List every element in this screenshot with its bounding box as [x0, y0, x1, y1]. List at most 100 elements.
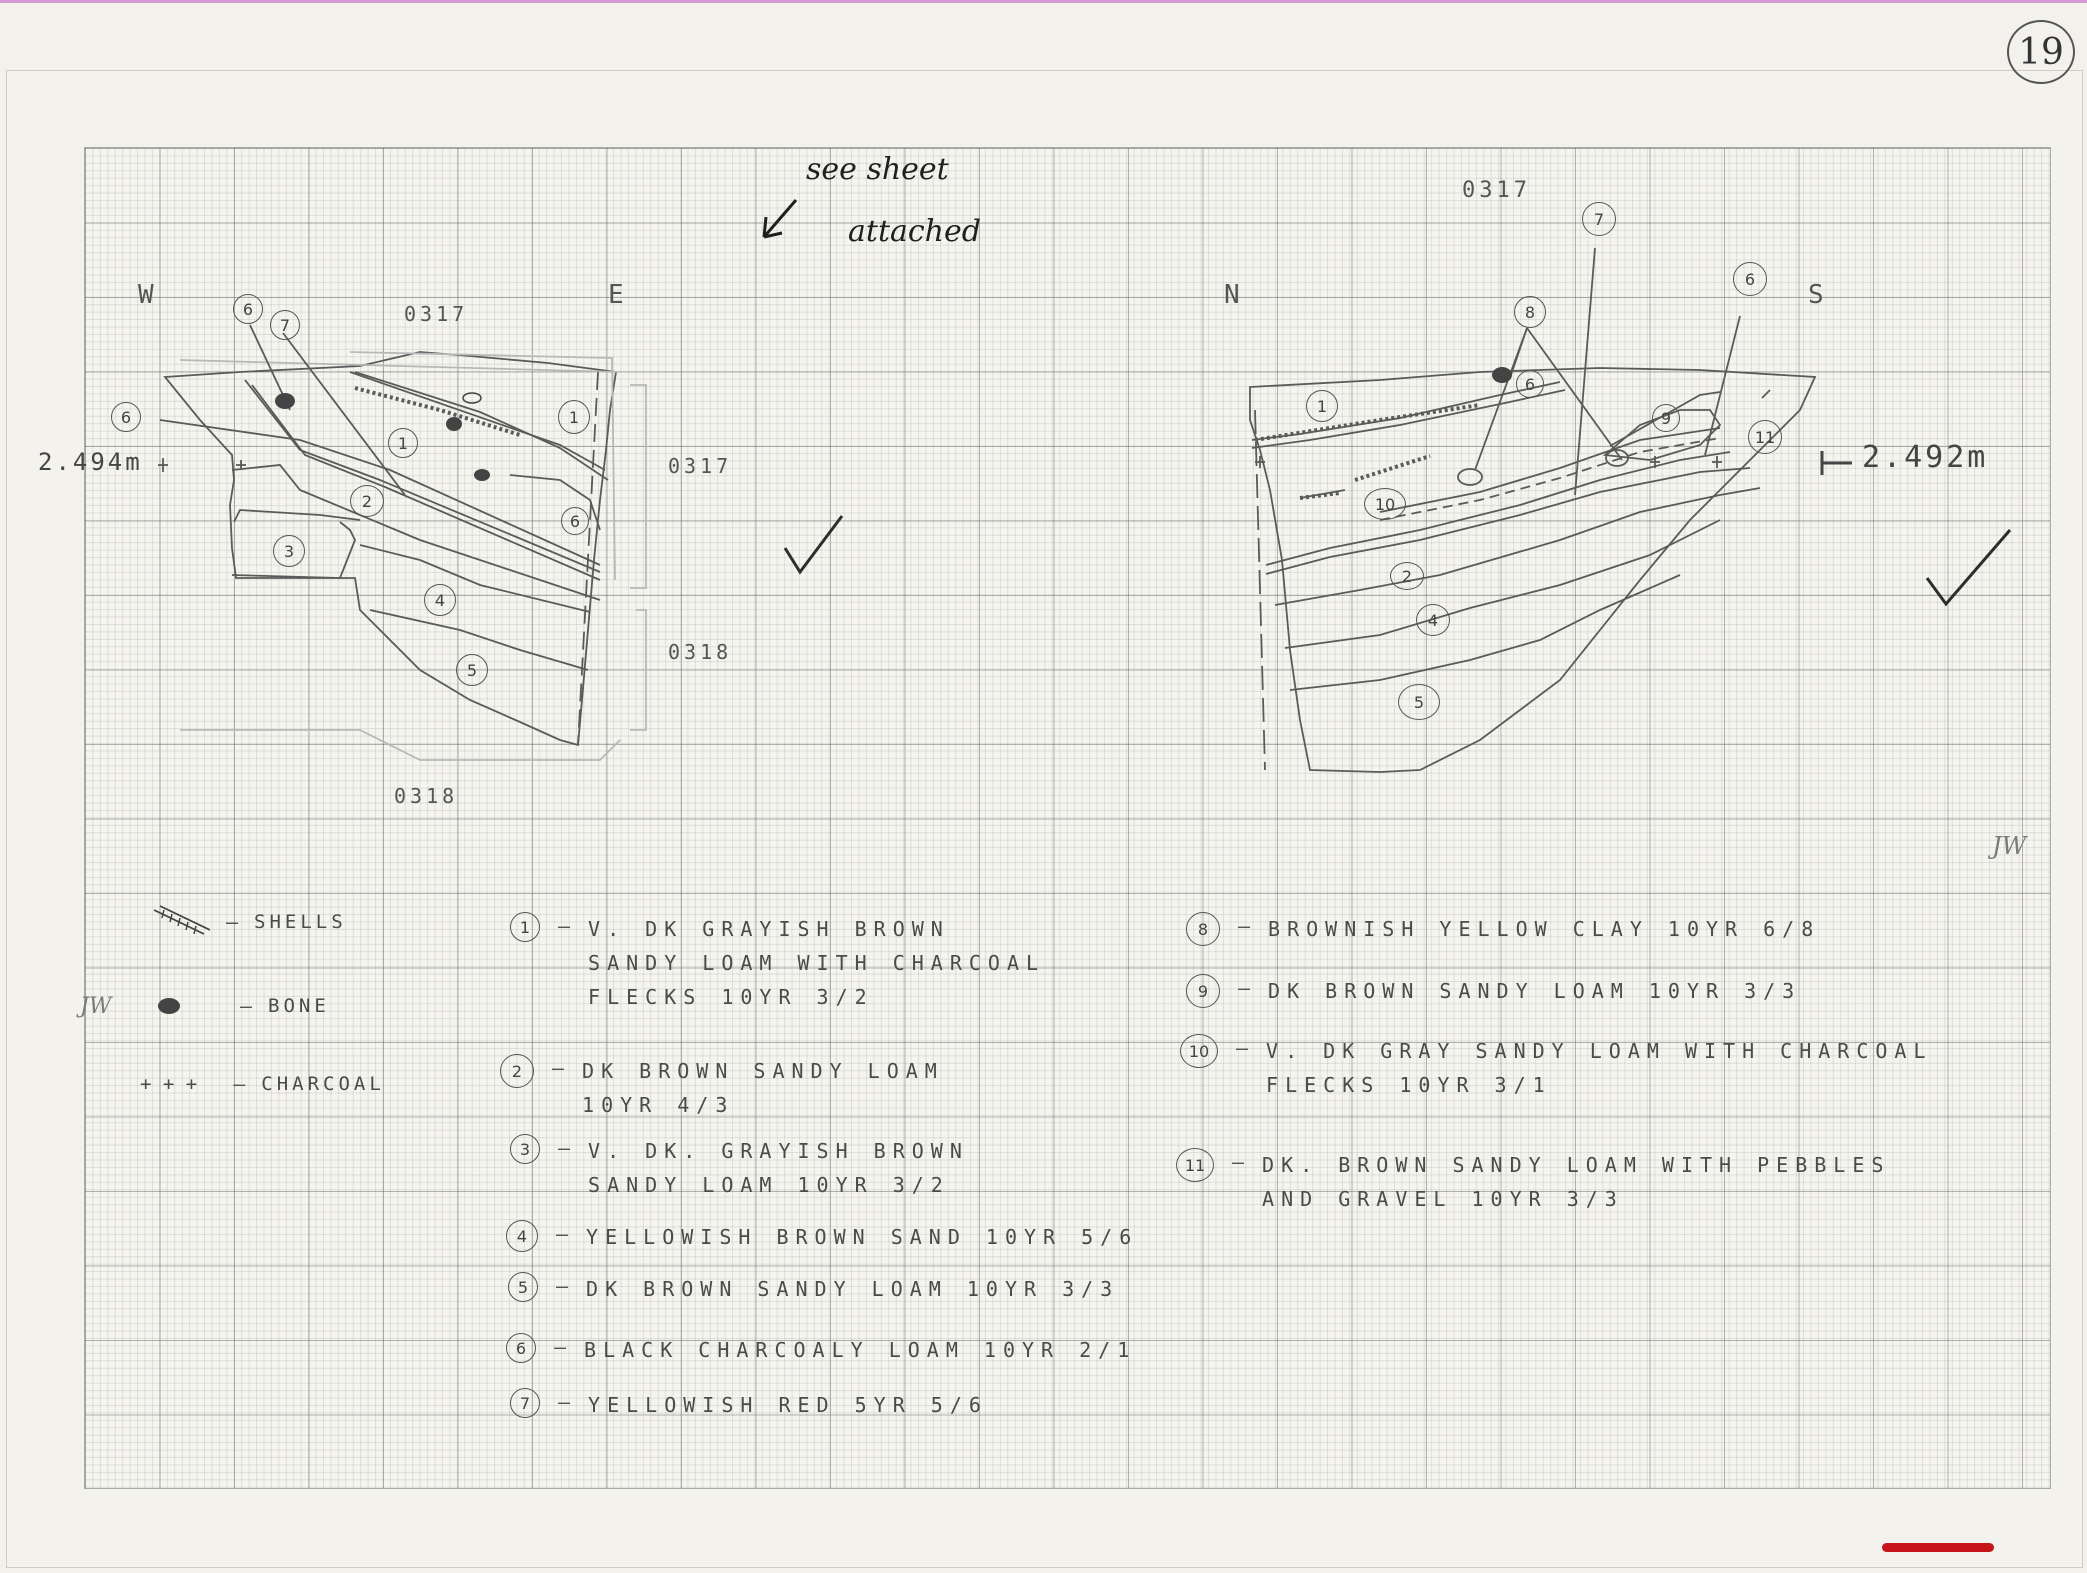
west-label-4: 4 — [424, 584, 456, 616]
legend-num: 11 — [1176, 1148, 1214, 1182]
top-edge-line — [0, 0, 2087, 3]
initials-left: JW — [80, 994, 112, 1019]
north-elevation: 2.492m — [1862, 440, 1989, 475]
west-label-1b: 1 — [558, 400, 590, 434]
legend-text: YELLOWISH BROWN SAND 10YR 5/6 — [586, 1225, 1139, 1249]
north-elevation-marker — [1820, 451, 1852, 475]
legend-num: 9 — [1186, 974, 1220, 1008]
north-section-drawing — [1249, 247, 1817, 773]
legend-item-8: 8 – BROWNISH YELLOW CLAY 10YR 6/8 — [1186, 912, 1820, 946]
west-section-drawing — [158, 324, 647, 761]
legend-num: 5 — [508, 1272, 538, 1302]
west-label-5: 5 — [456, 654, 488, 686]
legend-text: V. DK GRAYISH BROWN SANDY LOAM WITH CHAR… — [588, 917, 1046, 1009]
legend-item-3: 3 – V. DK. GRAYISH BROWN SANDY LOAM 10YR… — [510, 1134, 969, 1202]
checkmark-left — [783, 515, 844, 575]
north-label-4: 4 — [1416, 604, 1450, 636]
legend-item-1: 1 – V. DK GRAYISH BROWN SANDY LOAM WITH … — [510, 912, 1045, 1014]
key-bone-label: BONE — [268, 995, 330, 1017]
west-label-6c: 6 — [561, 507, 589, 535]
west-grid-right-top: 0317 — [668, 454, 733, 478]
west-label-3: 3 — [273, 535, 305, 567]
west-label-6b: 6 — [111, 402, 141, 432]
legend-num: 4 — [506, 1220, 538, 1252]
legend-text: DK BROWN SANDY LOAM 10YR 4/3 — [582, 1059, 944, 1117]
checkmark-right — [1925, 529, 2012, 607]
legend-text: DK BROWN SANDY LOAM 10YR 3/3 — [1268, 979, 1802, 1003]
north-label-6a: 6 — [1733, 262, 1767, 296]
west-label-6a: 6 — [233, 294, 263, 324]
legend-dash: – — [1238, 914, 1251, 938]
legend-dash: – — [1238, 976, 1251, 1000]
west-grid-right-bottom: 0318 — [668, 640, 733, 664]
west-grid-top: 0317 — [404, 302, 469, 326]
north-label-8: 8 — [1514, 296, 1546, 328]
legend-item-2: 2 – DK BROWN SANDY LOAM 10YR 4/3 — [500, 1054, 944, 1122]
north-label-5: 5 — [1398, 684, 1440, 720]
east-label: E — [608, 280, 624, 310]
west-label-2: 2 — [350, 485, 384, 517]
key-charcoal: + + + – CHARCOAL — [140, 1070, 385, 1098]
legend-item-4: 4 – YELLOWISH BROWN SAND 10YR 5/6 — [506, 1220, 1138, 1254]
legend-item-11: 11 – DK. BROWN SANDY LOAM WITH PEBBLES A… — [1176, 1148, 1890, 1216]
legend-item-5: 5 – DK BROWN SANDY LOAM 10YR 3/3 — [508, 1272, 1119, 1306]
north-grid-top: 0317 — [1462, 178, 1531, 203]
key-dash: – — [226, 910, 239, 934]
legend-text: V. DK. GRAYISH BROWN SANDY LOAM 10YR 3/2 — [588, 1139, 969, 1197]
north-label-6b: 6 — [1516, 370, 1544, 398]
legend-dash: – — [552, 1056, 565, 1080]
north-label-7: 7 — [1582, 202, 1616, 236]
legend-item-10: 10 – V. DK GRAY SANDY LOAM WITH CHARCOAL… — [1180, 1034, 1932, 1102]
note-line-2: attached — [848, 214, 981, 249]
north-label-9: 9 — [1652, 404, 1680, 432]
legend-num: 1 — [510, 912, 540, 942]
west-elevation: 2.494m — [38, 448, 143, 476]
legend-text: YELLOWISH RED 5YR 5/6 — [588, 1393, 988, 1417]
legend-dash: – — [1232, 1150, 1245, 1174]
legend-text: V. DK GRAY SANDY LOAM WITH CHARCOAL FLEC… — [1266, 1039, 1933, 1097]
legend-text: BROWNISH YELLOW CLAY 10YR 6/8 — [1268, 917, 1821, 941]
red-marker-stroke — [1882, 1543, 1994, 1552]
legend-dash: – — [1236, 1036, 1249, 1060]
key-dash: – — [240, 994, 253, 1018]
west-grid-bottom: 0318 — [394, 784, 459, 808]
north-label: N — [1224, 280, 1240, 310]
legend-text: DK BROWN SANDY LOAM 10YR 3/3 — [586, 1277, 1120, 1301]
legend-num: 2 — [500, 1054, 534, 1088]
note-line-1: see sheet — [806, 152, 949, 187]
legend-item-7: 7 – YELLOWISH RED 5YR 5/6 — [510, 1388, 988, 1422]
legend-num: 6 — [506, 1333, 536, 1363]
key-shells: – SHELLS — [150, 904, 347, 940]
north-label-1: 1 — [1306, 390, 1338, 422]
legend-num: 3 — [510, 1134, 540, 1164]
south-label: S — [1808, 280, 1824, 310]
bone-symbol-icon — [158, 998, 180, 1014]
legend-dash: – — [554, 1335, 567, 1359]
legend-dash: – — [558, 1136, 571, 1160]
note-arrow — [762, 199, 798, 239]
legend-item-9: 9 – DK BROWN SANDY LOAM 10YR 3/3 — [1186, 974, 1801, 1008]
legend-dash: – — [558, 914, 571, 938]
key-bone: – BONE — [154, 992, 330, 1020]
west-label-1a: 1 — [388, 428, 418, 458]
page-number-text: 19 — [2018, 31, 2064, 73]
north-label-11: 11 — [1748, 420, 1782, 454]
north-label-10: 10 — [1364, 488, 1406, 520]
key-dash: – — [233, 1072, 246, 1096]
legend-text: BLACK CHARCOALY LOAM 10YR 2/1 — [584, 1338, 1137, 1362]
legend-num: 7 — [510, 1388, 540, 1418]
key-charcoal-label: CHARCOAL — [261, 1073, 385, 1095]
key-shells-label: SHELLS — [254, 911, 347, 933]
page-number: 19 — [2007, 20, 2075, 84]
legend-item-6: 6 – BLACK CHARCOALY LOAM 10YR 2/1 — [506, 1333, 1136, 1367]
legend-num: 8 — [1186, 912, 1220, 946]
legend-dash: – — [556, 1222, 569, 1246]
legend-dash: – — [558, 1390, 571, 1414]
north-label-2: 2 — [1390, 562, 1424, 590]
initials-right: JW — [1992, 832, 2027, 860]
shells-symbol-icon — [153, 905, 210, 935]
charcoal-symbol-icon: + + + — [140, 1073, 198, 1095]
legend-dash: – — [556, 1274, 569, 1298]
legend-text: DK. BROWN SANDY LOAM WITH PEBBLES AND GR… — [1262, 1153, 1891, 1211]
west-label: W — [138, 280, 154, 310]
